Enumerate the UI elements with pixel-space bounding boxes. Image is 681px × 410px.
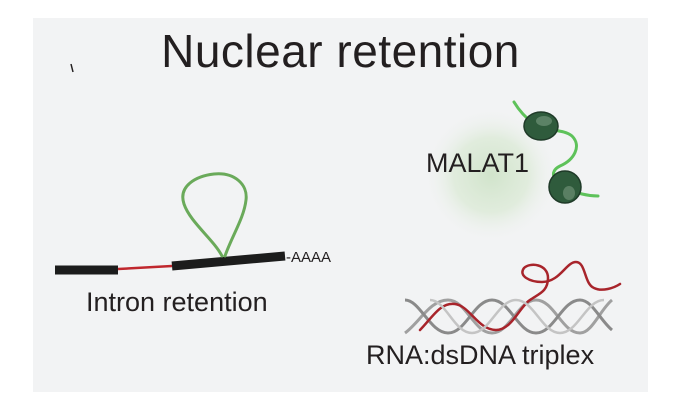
protein-blob-bottom (548, 170, 582, 204)
triplex-label: RNA:dsDNA triplex (366, 340, 595, 370)
intron-retention-diagram: -AAAA (55, 172, 331, 275)
figure-title: Nuclear retention (161, 25, 520, 77)
triplex-diagram (404, 260, 622, 335)
exon-right (171, 251, 286, 271)
rna-loop (181, 172, 248, 258)
stray-mark (70, 63, 74, 73)
protein-blob-top (523, 111, 559, 141)
dna-strand-2 (404, 298, 614, 335)
nuclear-speckle-glow (423, 107, 559, 243)
malat1-label: MALAT1 (426, 148, 530, 178)
malat1-speckle-diagram (423, 100, 600, 243)
poly-a-tail-label: -AAAA (286, 249, 331, 266)
triplex-rna-strand (418, 260, 622, 332)
intron-retention-label: Intron retention (86, 287, 268, 317)
dna-strand-3 (429, 298, 605, 335)
retained-intron (117, 264, 173, 271)
